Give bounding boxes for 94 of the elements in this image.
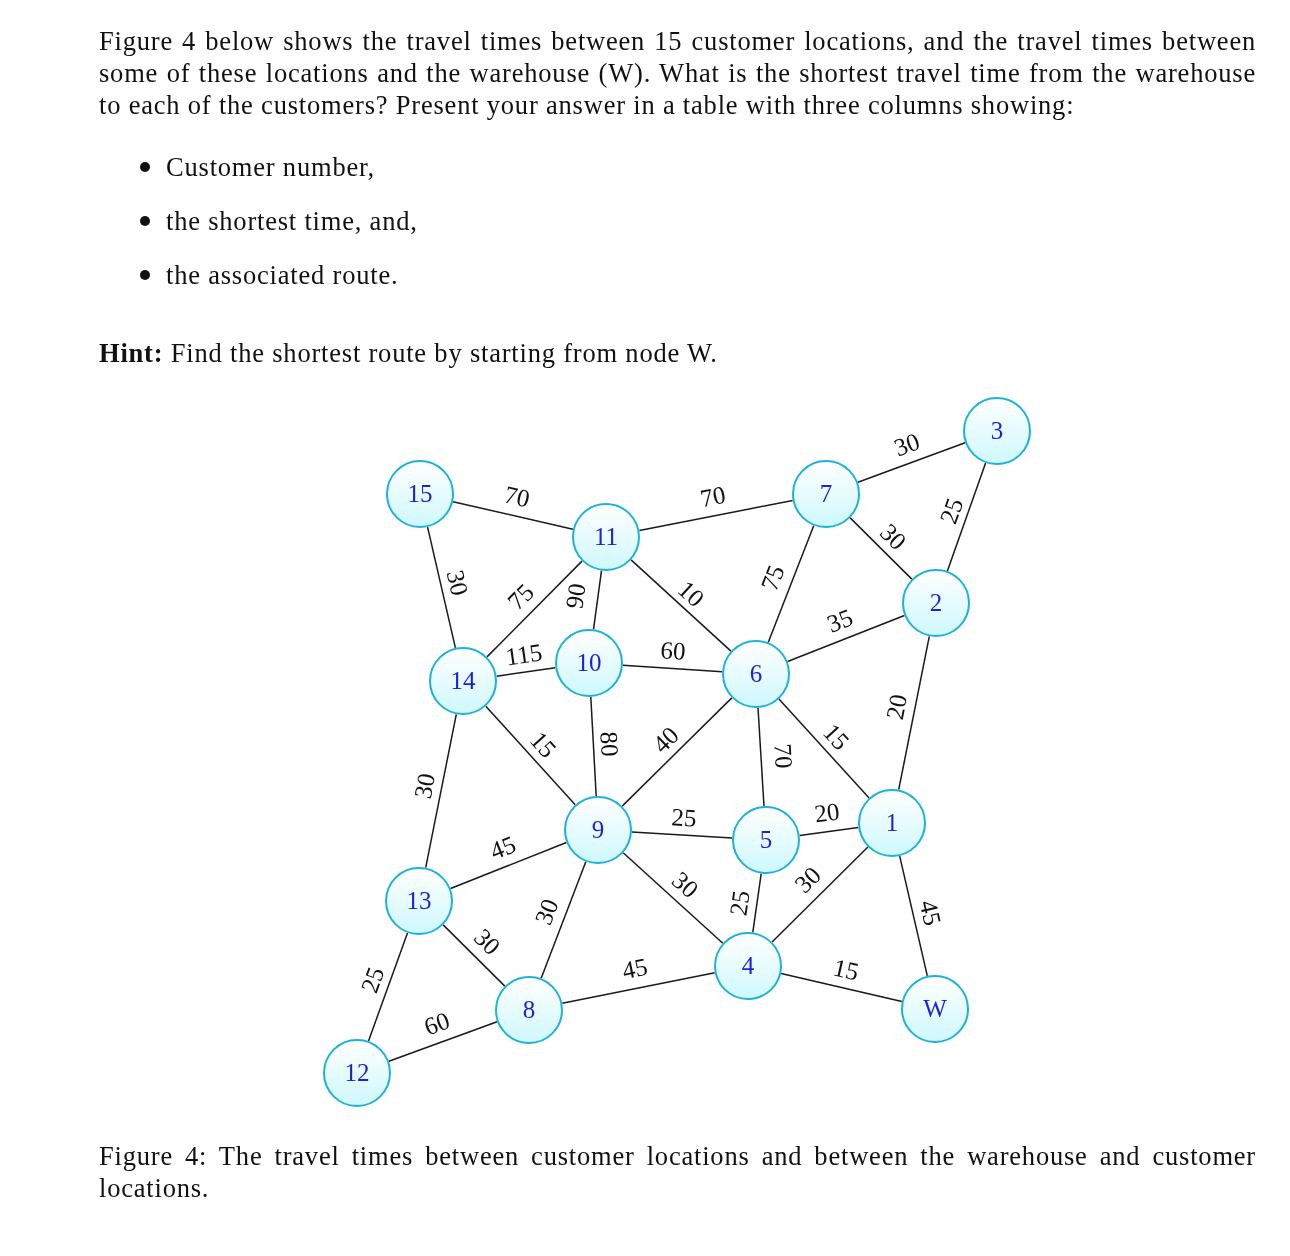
- edge-line: [622, 852, 724, 944]
- edge-label: 70: [698, 482, 728, 512]
- edge-label: 115: [504, 640, 544, 670]
- edge-line: [388, 1020, 498, 1063]
- edge-label: 45: [915, 898, 945, 928]
- edge-label: 90: [562, 582, 590, 610]
- edge-label: 75: [757, 562, 789, 594]
- edge-label: 30: [469, 924, 505, 960]
- edge-label: 40: [648, 722, 684, 758]
- edge-label: 15: [831, 955, 861, 985]
- edge-label: 30: [790, 862, 826, 898]
- edge-line: [786, 614, 906, 663]
- node-number: 8: [522, 997, 536, 1023]
- node-number: 5: [759, 827, 773, 853]
- edge-label: 25: [357, 964, 389, 996]
- node-circle: [429, 647, 497, 715]
- edge-label: 30: [410, 771, 440, 801]
- edge-line: [540, 860, 587, 980]
- edge-line: [798, 826, 860, 837]
- edge-label: 75: [503, 579, 539, 615]
- edge-label: 30: [891, 429, 923, 461]
- edge-label: 25: [670, 805, 698, 831]
- edge-line: [849, 517, 913, 580]
- node-number: 4: [741, 953, 755, 979]
- edge-line: [621, 697, 733, 807]
- edge-line: [449, 841, 568, 890]
- edge-line: [424, 713, 458, 869]
- edge-line: [442, 924, 506, 987]
- edge-label: 30: [875, 519, 911, 555]
- edge-line: [631, 831, 733, 839]
- edge-line: [495, 667, 557, 677]
- node-circle: [722, 640, 790, 708]
- edge-line: [752, 872, 762, 934]
- edge-label: 20: [813, 799, 841, 827]
- question-text: Figure 4 below shows the travel times between 15 customer locations, and the travel times between some of these locations and the warehouse (W). What is the shortest travel time from the warehouse to each of the customers? Present your answer in a table with three columns showing:: [99, 25, 1256, 121]
- edge-line: [426, 526, 457, 649]
- node-number: 7: [819, 481, 833, 507]
- edge-line: [897, 635, 931, 791]
- node-circle: [572, 503, 640, 571]
- edge-label: 70: [502, 482, 532, 512]
- list-item: the associated route.: [166, 259, 399, 291]
- node-number: 1: [885, 810, 899, 836]
- edge-label: 30: [442, 568, 472, 598]
- edge-label: 60: [421, 1008, 453, 1040]
- figure-caption: Figure 4: The travel times between customer locations and between the warehouse and customer locations.: [99, 1140, 1256, 1204]
- list-item: the shortest time, and,: [166, 205, 418, 237]
- edge-line: [767, 524, 815, 644]
- node-number: 14: [450, 668, 476, 694]
- edge-line: [486, 560, 583, 658]
- edge-line: [771, 846, 869, 943]
- node-number: 10: [576, 650, 602, 676]
- node-number: 2: [929, 590, 943, 616]
- edge-line: [452, 500, 574, 531]
- edge-line: [778, 698, 870, 799]
- edge-line: [757, 707, 765, 807]
- edge-line: [561, 971, 716, 1005]
- edge-label: 25: [936, 495, 968, 527]
- hint-text: Hint: Find the shortest route by starting from node W.: [99, 337, 719, 369]
- edge-line: [898, 855, 929, 977]
- edge-line: [630, 559, 732, 652]
- node-number: 6: [749, 661, 763, 687]
- node-number: 9: [591, 817, 605, 843]
- edge-line: [485, 705, 576, 806]
- edge-label: 45: [486, 832, 520, 864]
- node-number: 13: [406, 888, 432, 914]
- edge-line: [780, 972, 903, 1003]
- edge-line: [946, 462, 987, 572]
- edge-label: 20: [882, 692, 912, 722]
- edge-line: [857, 442, 966, 483]
- edge-line: [592, 569, 603, 631]
- edge-line: [622, 664, 723, 673]
- edge-label: 45: [620, 954, 650, 984]
- list-item: Customer number,: [166, 151, 375, 183]
- edge-label: 15: [818, 719, 854, 755]
- node-circle: [858, 789, 926, 857]
- edge-label: 10: [673, 576, 709, 612]
- node-circle: [564, 796, 632, 864]
- node-number: W: [923, 996, 947, 1022]
- node-circle: [714, 932, 782, 1000]
- edge-label: 30: [667, 867, 703, 903]
- edge-line: [367, 932, 409, 1042]
- edge-label: 15: [525, 727, 561, 763]
- edge-label: 80: [596, 730, 622, 758]
- edge-label: 35: [823, 605, 857, 637]
- edge-line: [638, 499, 794, 532]
- edge-label: 60: [659, 638, 687, 664]
- node-number: 11: [593, 524, 619, 550]
- node-number: 3: [990, 418, 1004, 444]
- edge-label: 70: [770, 742, 796, 770]
- node-number: 12: [344, 1060, 370, 1086]
- edge-label: 30: [531, 896, 563, 928]
- edge-label: 25: [726, 888, 754, 918]
- node-number: 15: [407, 481, 433, 507]
- edge-line: [590, 696, 597, 797]
